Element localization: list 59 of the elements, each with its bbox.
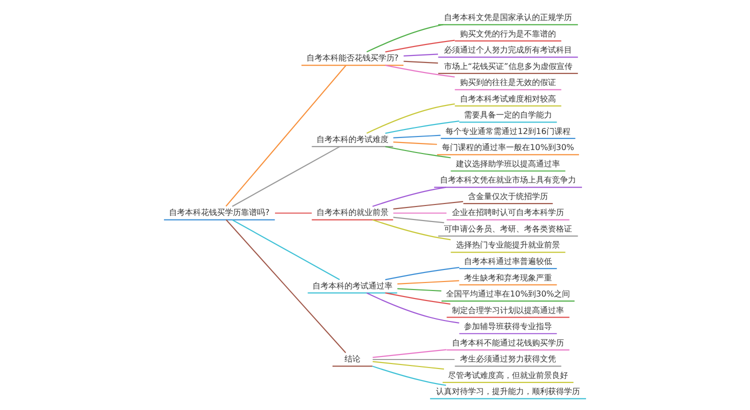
node-text: 自考本科考试难度相对较高 <box>460 93 556 104</box>
node-text: 考生缺考和弃考现象严重 <box>464 272 552 282</box>
connector <box>232 146 340 207</box>
connector <box>385 64 455 78</box>
node-text: 参加辅导班获得专业指导 <box>464 321 552 332</box>
node-text: 建议选择助学班以提高通过率 <box>456 158 560 168</box>
connector <box>393 134 441 138</box>
node-text: 选择热门专业能提升就业前景 <box>456 240 560 250</box>
node-text: 需要具备一定的自学能力 <box>464 110 552 120</box>
connector <box>385 146 451 158</box>
connector <box>397 288 442 292</box>
node-text: 自考本科能否花钱买学历? <box>306 52 399 63</box>
connector <box>366 24 444 52</box>
connector <box>372 366 446 386</box>
node-text: 自考本科花钱买学历靠谱吗? <box>169 207 270 218</box>
node-text: 每门课程的通过率一般在10%到30% <box>442 142 574 152</box>
node-text: 含金量仅次于统招学历 <box>468 190 548 201</box>
node-text: 全国平均通过率在10%到30%之间 <box>446 288 570 299</box>
connector <box>393 212 446 214</box>
connector <box>372 219 451 240</box>
node-text: 尽管考试难度高，但就业前景良好 <box>448 370 568 380</box>
connector <box>385 292 450 305</box>
node-text: 必须通过个人努力完成所有考试科目 <box>444 44 572 55</box>
node-text: 考生必须通过努力获得文凭 <box>460 354 556 364</box>
connector <box>397 280 460 285</box>
node-text: 结论 <box>344 354 360 364</box>
node-text: 自考本科的考试通过率 <box>312 280 392 290</box>
node-text: 自考本科通过率普遍较低 <box>464 256 552 266</box>
connector <box>385 40 455 53</box>
connector <box>404 54 438 57</box>
node-text: 自考本科文凭在就业市场上具有竞争力 <box>440 174 576 185</box>
connector <box>385 266 460 280</box>
connector <box>372 186 446 207</box>
node-text: 自考本科文凭是国家承认的正规学历 <box>444 12 572 22</box>
connector <box>232 219 340 280</box>
connector <box>404 60 438 64</box>
connector <box>366 103 455 134</box>
node-text: 自考本科不能通过花钱购买学历 <box>452 337 564 348</box>
connector <box>366 292 460 324</box>
connector <box>372 349 446 358</box>
connector <box>372 358 455 360</box>
node-text: 购买文凭的行为是不靠谱的 <box>460 28 556 38</box>
node-text: 可申请公务员、考研、考各类资格证 <box>444 223 572 234</box>
connector <box>372 361 444 370</box>
connector <box>226 219 346 354</box>
connector <box>393 216 444 224</box>
node-text: 自考本科的就业前景 <box>316 207 388 218</box>
node-text: 企业在招聘时认可自考本科学历 <box>452 207 564 218</box>
node-text: 制定合理学习计划以提高通过率 <box>452 304 564 315</box>
node-text: 购买到的往往是无效的假证 <box>460 77 556 88</box>
connector <box>385 120 460 134</box>
connector <box>274 212 312 214</box>
connector <box>393 200 464 210</box>
node-text: 自考本科的考试难度 <box>316 134 388 144</box>
connector <box>393 142 437 145</box>
node-text: 每个专业通常需通过12到16门课程 <box>446 126 570 136</box>
connector <box>226 65 346 207</box>
node-text: 市场上“花钱买证”信息多为虚假宣传 <box>444 60 572 71</box>
node-text: 认真对待学习，提升能力，顺利获得学历 <box>436 386 580 396</box>
